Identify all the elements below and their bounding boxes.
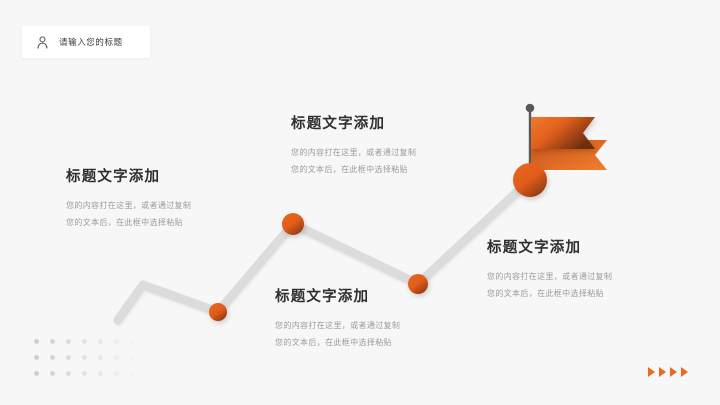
dot-grid-decoration [34, 339, 146, 387]
text-block-3-title: 标题文字添加 [275, 289, 370, 305]
text-block-4-title: 标题文字添加 [487, 240, 582, 256]
dot-grid-dot [130, 339, 135, 344]
dot-grid-dot [50, 339, 55, 344]
text-block-2-body-line-2: 您的文本后，在此框中选择粘贴 [291, 164, 408, 174]
text-block-4-body-line-1: 您的内容打在这里，或者通过复制 [487, 271, 613, 281]
dot-grid-dot [66, 339, 71, 344]
text-block-2-body-line-1: 您的内容打在这里，或者通过复制 [291, 147, 417, 157]
text-block-4[interactable]: 标题文字添加 您的内容打在这里，或者通过复制 您的文本后，在此框中选择粘贴 [487, 241, 612, 302]
dot-grid-dot [66, 371, 71, 376]
dot-grid-dot [34, 371, 39, 376]
dot-grid-dot [114, 339, 119, 344]
dot-grid-dot [66, 355, 71, 360]
dot-grid-dot [98, 339, 103, 344]
text-block-1-body-line-2: 您的文本后，在此框中选择粘贴 [66, 217, 183, 227]
text-block-2-title: 标题文字添加 [291, 116, 386, 132]
dot-grid-dot [98, 371, 103, 376]
dot-grid-dot [114, 355, 119, 360]
dot-grid-row [34, 355, 146, 371]
flag-main-panel [531, 117, 595, 149]
text-block-1[interactable]: 标题文字添加 您的内容打在这里，或者通过复制 您的文本后，在此框中选择粘贴 [66, 170, 191, 231]
dot-grid-dot [34, 355, 39, 360]
text-block-3[interactable]: 标题文字添加 您的内容打在这里，或者通过复制 您的文本后，在此框中选择粘贴 [275, 290, 400, 351]
text-block-1-title: 标题文字添加 [66, 169, 161, 185]
text-block-1-body-line-1: 您的内容打在这里，或者通过复制 [66, 200, 192, 210]
dot-grid-dot [34, 339, 39, 344]
arrow-right-icon [670, 367, 677, 377]
dot-grid-dot [82, 371, 87, 376]
text-block-2[interactable]: 标题文字添加 您的内容打在这里，或者通过复制 您的文本后，在此框中选择粘贴 [291, 117, 416, 178]
milestone-marker-4[interactable] [513, 163, 547, 197]
dot-grid-dot [130, 355, 135, 360]
dot-grid-dot [114, 371, 119, 376]
text-block-3-body-line-1: 您的内容打在这里，或者通过复制 [275, 320, 401, 330]
arrow-right-icon [681, 367, 688, 377]
arrow-decoration [648, 367, 688, 377]
dot-grid-dot [50, 371, 55, 376]
dot-grid-dot [82, 355, 87, 360]
arrow-right-icon [659, 367, 666, 377]
text-block-3-body-line-2: 您的文本后，在此框中选择粘贴 [275, 337, 392, 347]
milestone-marker-1[interactable] [209, 303, 227, 321]
user-icon [37, 35, 48, 49]
text-block-4-body-line-2: 您的文本后，在此框中选择粘贴 [487, 288, 604, 298]
flag-pole-knob [525, 103, 535, 113]
dot-grid-dot [98, 355, 103, 360]
arrow-right-icon [648, 367, 655, 377]
milestone-marker-3[interactable] [408, 274, 428, 294]
dot-grid-dot [130, 371, 135, 376]
flag-fold-panel [531, 140, 607, 170]
header-title-text: 请输入您的标题 [59, 36, 123, 47]
dot-grid-dot [50, 355, 55, 360]
dot-grid-row [34, 371, 146, 387]
dot-grid-dot [82, 339, 87, 344]
dot-grid-row [34, 339, 146, 355]
header-title-card[interactable]: 请输入您的标题 [22, 26, 150, 58]
milestone-marker-2[interactable] [282, 213, 304, 235]
